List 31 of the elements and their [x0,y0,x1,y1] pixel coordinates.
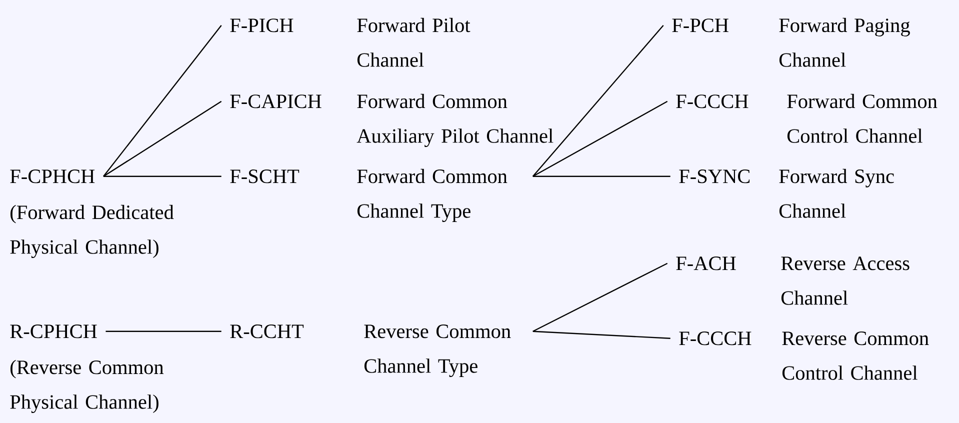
channel-description: Forward Pilot Channel [357,18,470,67]
channel-code: F-PICH [230,18,294,32]
channel-description: Forward Common Channel Type [357,168,508,222]
branch-line [532,262,668,332]
channel-code: F-SYNC [679,170,750,184]
channel-description: Forward Common Control Channel [787,94,938,143]
channel-code: F-SCHT [230,170,300,184]
channel-description: Forward Sync Channel [779,168,894,218]
channel-description: Reverse Common Control Channel [782,332,929,380]
branch-line [103,25,222,177]
channel-code: F-CCCH [679,332,752,346]
branch-line [532,24,664,177]
channel-description: Reverse Access Channel [781,256,910,305]
branch-line [532,330,670,339]
branch-line [103,176,222,177]
channel-code: F-PCH [672,18,728,32]
channel-description: (Reverse Common Physical Channel) [10,360,164,414]
channel-description: Forward Paging Channel [779,18,910,67]
branch-line [106,330,222,332]
channel-code: R-CCHT [230,324,304,338]
channel-description: Forward Common Auxiliary Pilot Channel [356,94,554,148]
channel-code: F-CCCH [676,94,748,108]
channel-code: F-CAPICH [230,94,322,108]
channel-code: F-CPHCH [10,170,95,184]
channel-code: F-ACH [676,256,736,270]
channel-description: Reverse Common Channel Type [364,324,511,378]
branch-line [532,176,670,177]
channel-code: R-CPHCH [10,324,97,338]
channel-description: (Forward Dedicated Physical Channel) [10,204,174,258]
branch-line [103,100,222,177]
branch-line [532,100,668,177]
